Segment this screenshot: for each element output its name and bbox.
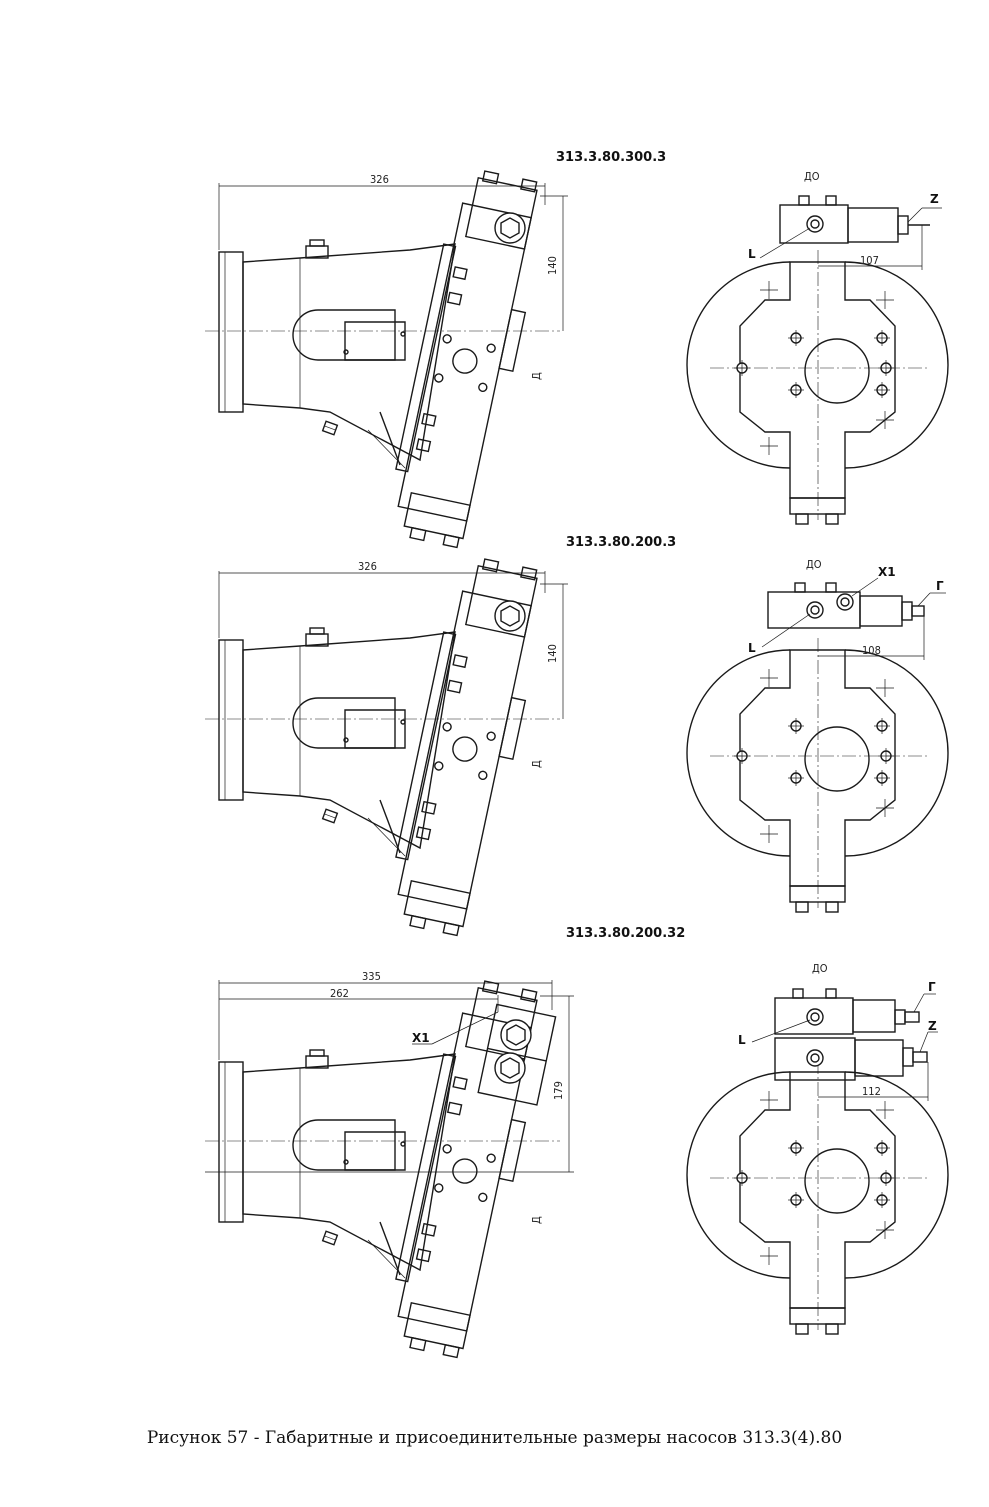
view-3-label-l: L <box>738 1033 746 1047</box>
view-3-dim-inner: 262 <box>330 987 349 1000</box>
view-1-dim-height: 140 <box>546 256 559 275</box>
view-1-port-d: Д <box>530 372 543 380</box>
view-3: 313.3.80.200.32 335 262 179 Д X1 <box>205 926 948 1361</box>
view-2-label-g: Г <box>936 579 944 593</box>
view-3-port-d: Д <box>530 1216 543 1224</box>
view-3-dim-height: 179 <box>552 1081 565 1100</box>
view-2-port-d: Д <box>530 760 543 768</box>
view-3-dim-offset: 112 <box>862 1085 881 1098</box>
view-3-port-do: ДО <box>812 962 828 975</box>
view-2-label-l: L <box>748 641 756 655</box>
view-3-label-z: Z <box>928 1019 937 1033</box>
view-2-dim-length: 326 <box>358 560 377 573</box>
view-1-dim-offset: 107 <box>860 254 879 267</box>
view-1-dim-length: 326 <box>370 173 389 186</box>
view-3-label-g: Г <box>928 980 936 994</box>
view-2-port-do: ДО <box>806 558 822 571</box>
view-1-port-do: ДО <box>804 170 820 183</box>
view-2-dim-height: 140 <box>546 644 559 663</box>
view-3-dim-length: 335 <box>362 970 381 983</box>
view-1-label-l: L <box>748 247 756 261</box>
view-1-code: 313.3.80.300.3 <box>556 150 666 165</box>
view-2-code: 313.3.80.200.3 <box>566 535 676 550</box>
view-2-dim-offset: 108 <box>862 644 881 657</box>
view-2-label-x1: X1 <box>878 565 896 579</box>
view-3-code: 313.3.80.200.32 <box>566 926 685 941</box>
view-1-label-z: Z <box>930 192 939 206</box>
view-3-label-x1: X1 <box>412 1031 430 1045</box>
view-2: 313.3.80.200.3 326 140 Д ДО L X1 Г 108 <box>205 535 948 939</box>
view-1: 313.3.80.300.3 326 140 Д ДО L Z 107 <box>205 150 948 551</box>
figure-caption: Рисунок 57 - Габаритные и присоединитель… <box>146 1428 843 1448</box>
